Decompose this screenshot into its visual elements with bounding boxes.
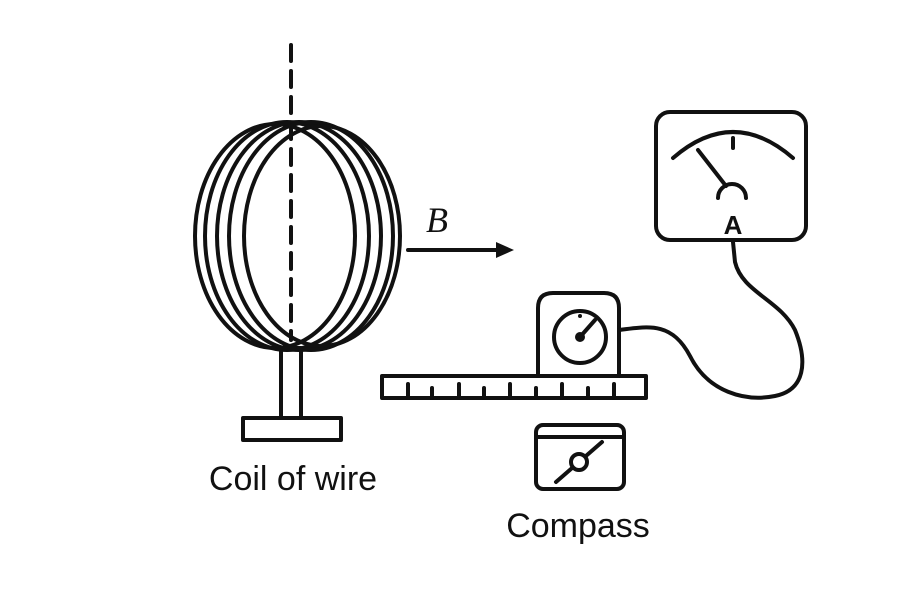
ammeter xyxy=(654,110,808,242)
magnetic-field-label: B xyxy=(426,200,448,240)
connecting-wire xyxy=(617,240,805,400)
compass xyxy=(534,423,626,491)
coil-stand xyxy=(241,346,343,442)
magnetic-field-arrow xyxy=(406,242,514,258)
ammeter-label: A xyxy=(724,210,743,240)
coil-of-wire xyxy=(193,120,402,352)
compass-label: Compass xyxy=(506,507,650,545)
sensor-on-ruler xyxy=(536,291,621,378)
ruler-track xyxy=(380,374,648,400)
coil-label: Coil of wire xyxy=(209,460,377,498)
